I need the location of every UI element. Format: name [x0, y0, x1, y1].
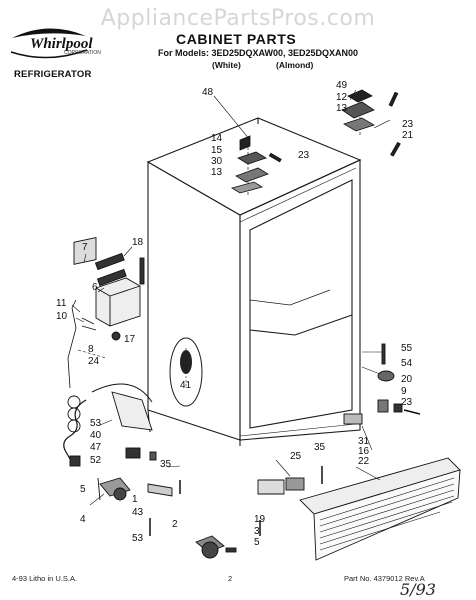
- callout-21: 21: [402, 130, 414, 141]
- callout-23: 23: [401, 397, 413, 408]
- callout-23: 23: [402, 119, 414, 130]
- appliance-category: REFRIGERATOR: [14, 69, 92, 80]
- callout-16: 16: [358, 446, 370, 457]
- callout-3: 3: [254, 526, 260, 537]
- callout-35: 35: [314, 442, 326, 453]
- callout-41: 41: [180, 380, 192, 391]
- callout-22: 22: [358, 456, 370, 467]
- handwritten-date: 5/93: [400, 580, 436, 599]
- callout-49: 49: [336, 80, 348, 91]
- callout-20: 20: [401, 374, 413, 385]
- brand-name: Whirlpool: [30, 36, 93, 52]
- callout-40: 40: [90, 430, 102, 441]
- callout-11: 11: [56, 298, 67, 309]
- callout-6: 6: [92, 282, 98, 293]
- page-title: CABINET PARTS: [176, 31, 297, 47]
- callout-53: 53: [90, 418, 102, 429]
- footer-litho: 4-93 Litho in U.S.A.: [12, 574, 78, 583]
- callout-13: 13: [336, 103, 348, 114]
- callout-54: 54: [401, 358, 413, 369]
- callout-5: 5: [254, 537, 260, 548]
- watermark: AppliancePartsPros.com: [100, 6, 376, 31]
- callout-48: 48: [202, 87, 214, 98]
- callout-1: 1: [132, 494, 138, 505]
- callout-7: 7: [82, 242, 88, 253]
- brand-logo-icon: [10, 28, 88, 59]
- callout-18: 18: [132, 237, 144, 248]
- cabinet-opening: [249, 179, 353, 429]
- cabinet-side-face: [239, 159, 361, 441]
- callout-10: 10: [56, 311, 68, 322]
- callout-23: 23: [298, 150, 310, 161]
- callout-31: 31: [358, 436, 370, 447]
- callout-2: 2: [172, 519, 178, 530]
- footer-page-number: 2: [228, 574, 233, 583]
- callout-9: 9: [401, 386, 407, 397]
- callout-12: 12: [336, 92, 348, 103]
- callout-17: 17: [124, 334, 136, 345]
- callout-53: 53: [132, 533, 144, 544]
- callout-13: 13: [211, 167, 223, 178]
- callout-19: 19: [254, 514, 266, 525]
- finish-white: (White): [212, 60, 241, 70]
- callout-24: 24: [88, 356, 100, 367]
- callout-15: 15: [211, 145, 223, 156]
- model-list: For Models: 3ED25DQXAW00, 3ED25DQXAN00: [158, 48, 359, 58]
- callout-47: 47: [90, 442, 102, 453]
- callout-43: 43: [132, 507, 144, 518]
- footer-part-number: Part No. 4379012 Rev.A: [344, 574, 425, 583]
- cabinet-top-face: [146, 117, 362, 216]
- callout-35: 35: [160, 459, 172, 470]
- callout-25: 25: [290, 451, 302, 462]
- callout-55: 55: [401, 343, 413, 354]
- callout-14: 14: [211, 133, 223, 144]
- callout-8: 8: [88, 344, 94, 355]
- callout-52: 52: [90, 455, 102, 466]
- finish-almond: (Almond): [276, 60, 314, 70]
- callout-4: 4: [80, 514, 86, 525]
- brand-sub: CORPORATION: [64, 50, 101, 56]
- callout-5: 5: [80, 484, 86, 495]
- callout-30: 30: [211, 156, 223, 167]
